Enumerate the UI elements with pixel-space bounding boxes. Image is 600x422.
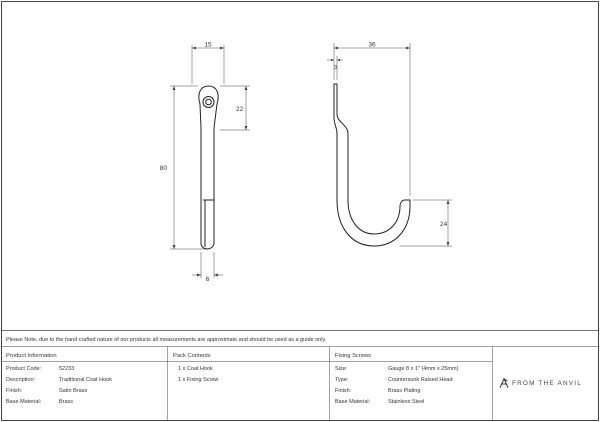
fixing-screws-value: Stainless Steel	[388, 399, 425, 405]
product-info-value: Brass	[59, 399, 74, 405]
front-view-hook	[198, 85, 219, 250]
side-view-dimensions	[327, 43, 452, 247]
front-view-dimensions	[170, 45, 250, 278]
anvil-a-logo-icon	[499, 378, 509, 388]
product-info-label: Description:	[6, 377, 36, 383]
product-info-value: 52233	[59, 366, 75, 372]
measurement-note: Please Note, due to the hand crafted nat…	[6, 337, 327, 343]
dim-side-hook: 24	[440, 221, 448, 228]
product-info-title: Product Information	[6, 353, 57, 359]
fixing-screws-value: Gauge 8 x 1" (4mm x 25mm)	[388, 366, 459, 372]
fixing-screws-label: Base Material:	[335, 399, 371, 405]
fixing-screws-label: Size:	[335, 366, 348, 372]
dim-side-small: 3	[334, 65, 337, 71]
product-info-value: Satin Brass	[59, 388, 88, 394]
pack-contents-title: Pack Contents	[173, 353, 211, 359]
product-info-label: Finish:	[6, 388, 23, 394]
fixing-screws-label: Type:	[335, 377, 349, 383]
dim-front-bottom: 6	[206, 276, 210, 283]
fixing-screws-label: Finish:	[335, 388, 352, 394]
dim-front-eye: 22	[236, 106, 244, 113]
fixing-screws-title: Fixing Screws	[335, 353, 372, 359]
fixing-screws-value: Countersunk Raised Head	[388, 377, 453, 383]
pack-contents-item: 1 x Fixing Screw	[178, 377, 219, 383]
fixing-screws-value: Brass Plating	[388, 388, 421, 394]
dim-side-projection: 36	[368, 42, 376, 49]
dim-front-height: 80	[160, 165, 168, 172]
side-view-hook	[333, 83, 411, 247]
pack-contents-item: 1 x Coat Hook	[178, 366, 213, 372]
brand-name: FROM THE ANVIL	[512, 380, 582, 387]
product-info-label: Base Material:	[6, 399, 42, 405]
dim-front-width: 15	[204, 42, 212, 49]
product-info-value: Traditional Coat Hook	[59, 377, 112, 383]
product-info-label: Product Code:	[6, 366, 42, 372]
